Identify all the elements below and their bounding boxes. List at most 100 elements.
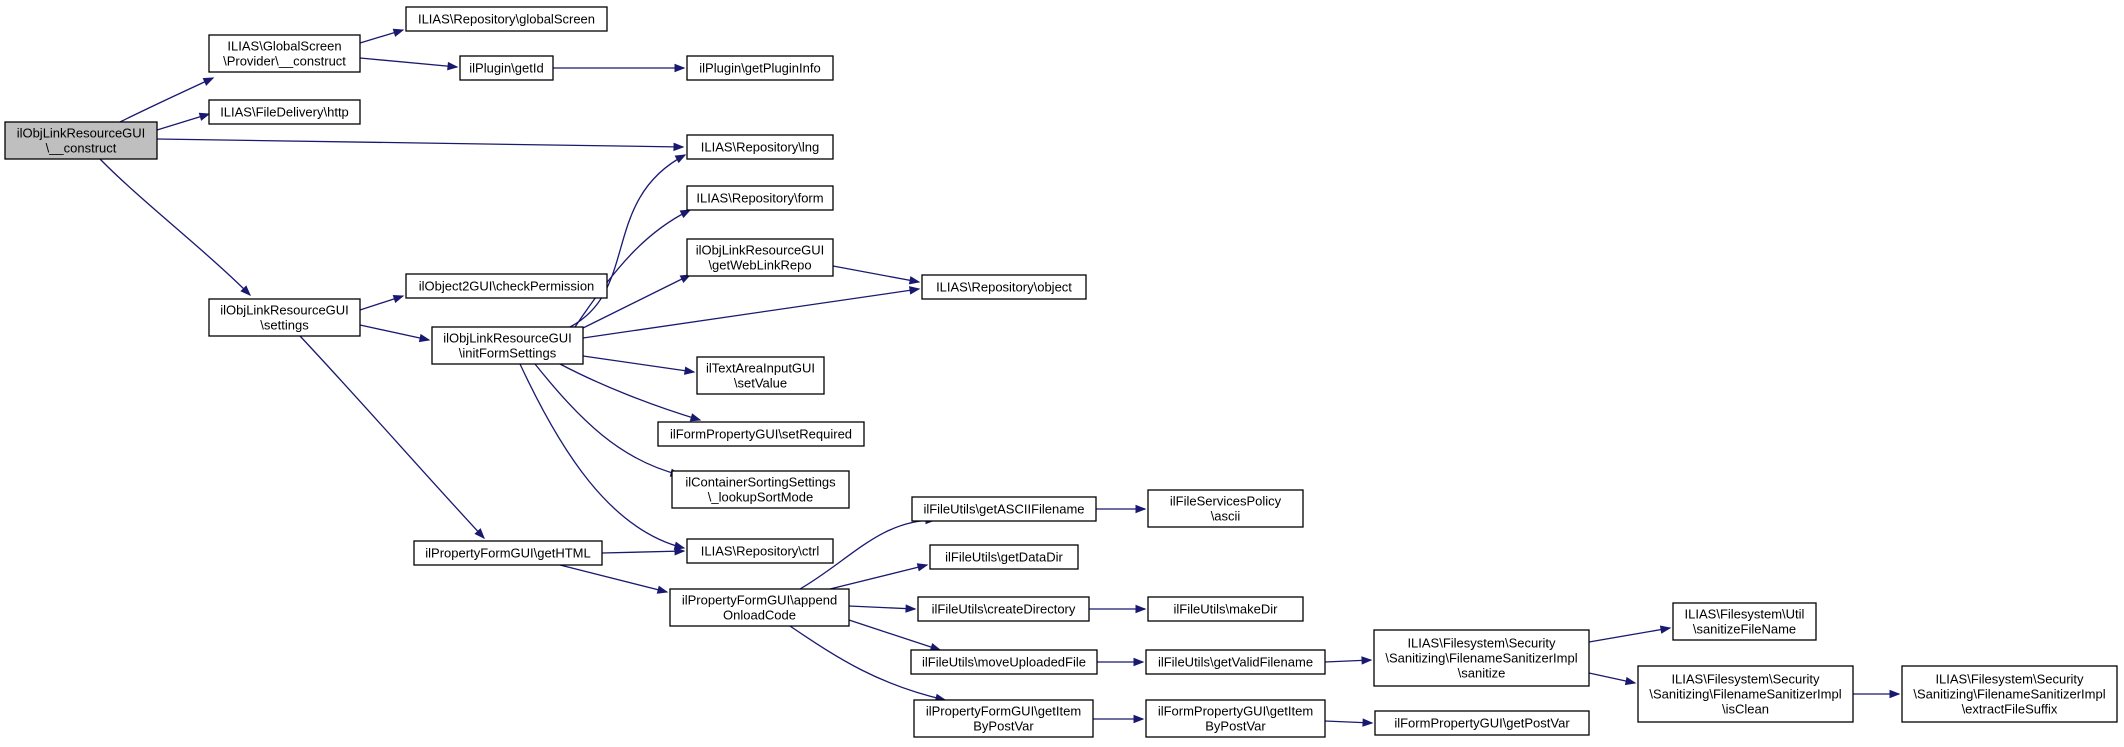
node-settings[interactable]: ilObjLinkResourceGUI\settings: [208, 298, 361, 337]
node-box: [1147, 489, 1304, 528]
node-label-line: ilObject2GUI\checkPermission: [419, 279, 595, 294]
edge-arrowhead: [1889, 689, 1901, 699]
node-plugin-info[interactable]: ilPlugin\getPluginInfo: [686, 55, 834, 81]
edge-line: [99, 158, 251, 296]
edge-initform-to-lng: [569, 154, 687, 328]
edge-arrowhead: [673, 142, 685, 152]
node-label-line: \_lookupSortMode: [708, 490, 814, 505]
node-label-line: \getWebLinkRepo: [708, 258, 811, 273]
node-setrequired[interactable]: ilFormPropertyGUI\setRequired: [657, 421, 865, 447]
node-makedir[interactable]: ilFileUtils\makeDir: [1147, 596, 1304, 622]
edge-settings-to-initform: [359, 324, 431, 343]
edge-line: [299, 335, 485, 539]
edge-line: [799, 519, 936, 590]
edge-arrowhead: [679, 209, 692, 219]
node-isclean[interactable]: ILIAS\Filesystem\Security\Sanitizing\Fil…: [1637, 665, 1854, 723]
node-label-line: ByPostVar: [973, 719, 1034, 734]
node-sanitizefn[interactable]: ILIAS\Filesystem\Util\sanitizeFileName: [1672, 602, 1817, 641]
node-label-line: \__construct: [46, 141, 117, 156]
node-label-line: ByPostVar: [1205, 719, 1266, 734]
node-label-line: ILIAS\Filesystem\Util: [1685, 607, 1805, 622]
node-gs-provider[interactable]: ILIAS\GlobalScreen\Provider\__construct: [208, 34, 361, 73]
node-label-line: ilTextAreaInputGUI: [706, 361, 815, 376]
edge-arrowhead: [916, 563, 929, 572]
edge-arrowhead: [240, 285, 251, 296]
node-globalscreen[interactable]: ILIAS\Repository\globalScreen: [405, 6, 608, 32]
node-object[interactable]: ILIAS\Repository\object: [921, 274, 1087, 300]
edge-arrowhead: [1135, 504, 1147, 514]
edge-arrowhead: [679, 274, 692, 283]
edge-arrowhead: [418, 333, 431, 343]
node-asciifn[interactable]: ilFileUtils\getASCIIFilename: [911, 496, 1097, 522]
edge-initform-to-form: [574, 209, 692, 328]
node-sanitize[interactable]: ILIAS\Filesystem\Security\Sanitizing\Fil…: [1373, 629, 1590, 687]
edge-append-to-moveup: [848, 619, 942, 652]
edge-line: [574, 274, 691, 333]
node-label-line: ILIAS\GlobalScreen: [227, 39, 341, 54]
edge-createdir-to-makedir: [1089, 604, 1147, 614]
node-box: [405, 6, 608, 32]
node-ctrl[interactable]: ILIAS\Repository\ctrl: [686, 538, 834, 564]
node-box: [1373, 629, 1590, 687]
node-gethtml[interactable]: ilPropertyFormGUI\getHTML: [413, 540, 603, 566]
node-lng[interactable]: ILIAS\Repository\lng: [686, 134, 834, 160]
node-box: [1147, 596, 1304, 622]
node-label-line: ilObjLinkResourceGUI: [443, 331, 572, 346]
node-box: [686, 238, 834, 277]
edge-initform-to-sortmode: [534, 363, 682, 477]
node-box: [686, 538, 834, 564]
edge-gs_provider-to-plugin_getid: [359, 57, 459, 71]
node-validfn[interactable]: ilFileUtils\getValidFilename: [1145, 649, 1326, 675]
edge-line: [569, 154, 686, 328]
node-label-line: ILIAS\Filesystem\Security: [1671, 672, 1820, 687]
node-plugin-getid[interactable]: ilPlugin\getId: [459, 55, 554, 81]
node-box: [929, 544, 1079, 570]
node-label-line: ILIAS\Filesystem\Security: [1407, 636, 1556, 651]
node-label-line: ilFileUtils\getValidFilename: [1158, 655, 1313, 670]
edge-arrowhead: [673, 541, 686, 550]
node-suffix[interactable]: ILIAS\Filesystem\Security\Sanitizing\Fil…: [1901, 665, 2118, 723]
node-moveup[interactable]: ilFileUtils\moveUploadedFile: [910, 649, 1098, 675]
node-label-line: \initFormSettings: [459, 346, 557, 361]
node-createdir[interactable]: ilFileUtils\createDirectory: [917, 596, 1090, 622]
edge-isclean-to-suffix: [1853, 689, 1901, 699]
node-box: [1672, 602, 1817, 641]
node-initform[interactable]: ilObjLinkResourceGUI\initFormSettings: [431, 326, 584, 365]
node-label-line: \setValue: [734, 376, 787, 391]
edge-initform-to-textarea: [582, 355, 696, 375]
node-datadir[interactable]: ilFileUtils\getDataDir: [929, 544, 1079, 570]
edge-initform-to-ctrl: [519, 363, 686, 550]
edge-arrowhead: [1133, 657, 1145, 667]
edge-arrowhead: [1133, 714, 1145, 724]
edge-construct-to-gs_provider: [119, 77, 215, 123]
node-label-line: ilFileUtils\moveUploadedFile: [922, 655, 1086, 670]
node-construct[interactable]: ilObjLinkResourceGUI\__construct: [4, 121, 158, 160]
edge-arrowhead: [674, 63, 686, 73]
node-box: [913, 699, 1094, 738]
edge-arrowhead: [908, 276, 921, 285]
edge-construct-to-settings: [99, 158, 251, 296]
node-weblinkrepo[interactable]: ilObjLinkResourceGUI\getWebLinkRepo: [686, 238, 834, 277]
node-ascii[interactable]: ilFileServicesPolicy\ascii: [1147, 489, 1304, 528]
edge-line: [848, 619, 941, 651]
node-checkperm[interactable]: ilObject2GUI\checkPermission: [405, 273, 608, 299]
edge-append-to-datadir: [829, 563, 929, 590]
node-form[interactable]: ILIAS\Repository\form: [686, 185, 834, 211]
node-box: [405, 273, 608, 299]
edge-arrowhead: [198, 112, 211, 121]
node-box: [208, 34, 361, 73]
edge-arrowhead: [674, 154, 687, 164]
node-textarea[interactable]: ilTextAreaInputGUI\setValue: [696, 356, 825, 395]
edges-layer: [99, 28, 1901, 727]
edge-arrowhead: [392, 294, 405, 303]
node-filedelivery[interactable]: ILIAS\FileDelivery\http: [208, 99, 361, 125]
node-box: [1637, 665, 1854, 723]
node-getpostvar[interactable]: ilFormPropertyGUI\getPostVar: [1374, 710, 1590, 736]
node-label-line: ILIAS\Repository\form: [696, 191, 823, 206]
node-box: [1145, 649, 1326, 675]
edge-moveup-to-validfn: [1097, 657, 1145, 667]
node-sortmode[interactable]: ilContainerSortingSettings\_lookupSortMo…: [671, 470, 850, 509]
